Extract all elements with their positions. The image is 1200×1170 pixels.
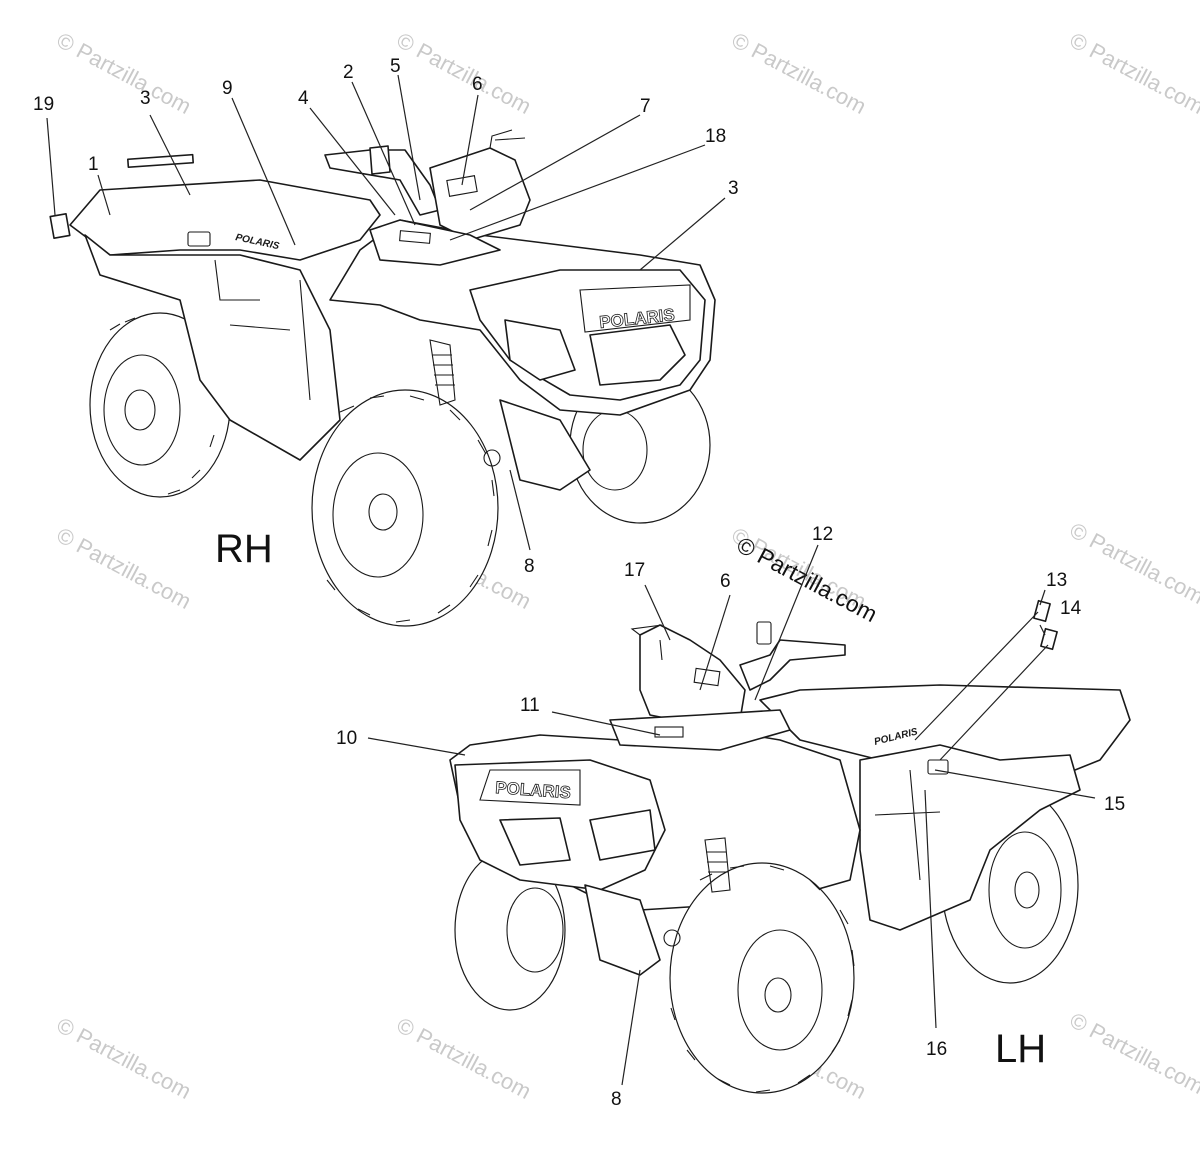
callout-label: 15 xyxy=(1104,794,1125,815)
rh-view-label: RH xyxy=(215,527,273,571)
callout-label: 3 xyxy=(140,88,151,109)
watermark: © Partzilla.com xyxy=(1066,27,1200,119)
callout-label: 8 xyxy=(524,556,535,577)
lh-front-wheel xyxy=(669,862,855,1094)
watermark: © Partzilla.com xyxy=(728,27,871,119)
callout-label: 14 xyxy=(1060,598,1082,619)
watermark: © Partzilla.com xyxy=(1066,517,1200,609)
lh-leader-lines xyxy=(367,544,1096,1086)
callout-label: 9 xyxy=(222,78,233,99)
lh-view-label: LH xyxy=(995,1027,1046,1071)
callout-label: 10 xyxy=(336,728,357,749)
lh-fuel-tank xyxy=(609,709,791,751)
lh-grille xyxy=(499,817,571,866)
rh-rear-rack xyxy=(69,179,381,261)
callout-label: 12 xyxy=(812,524,833,545)
watermark: © Partzilla.com xyxy=(1066,1007,1200,1099)
copyright-mark: © Partzilla.com xyxy=(733,531,882,627)
rh-front-wheel xyxy=(311,389,499,627)
lh-handlebar xyxy=(739,639,846,691)
callout-label: 18 xyxy=(705,126,726,147)
lh-callouts: 12 17 6 13 14 11 10 15 16 8 xyxy=(336,524,1125,1110)
callout-label: 5 xyxy=(390,56,401,77)
rh-grille xyxy=(589,324,686,386)
lh-instrument-pod xyxy=(639,624,746,726)
callout-label: 8 xyxy=(611,1089,622,1110)
callout-label: 7 xyxy=(640,96,651,117)
rh-rear-fender xyxy=(84,234,341,461)
callout-label: 13 xyxy=(1046,570,1067,591)
watermark: © Partzilla.com xyxy=(393,1012,536,1104)
rh-decal-19 xyxy=(49,212,71,240)
callout-label: 19 xyxy=(33,94,54,115)
rh-decal-3-strip xyxy=(126,153,194,169)
rh-leader-lines xyxy=(46,74,726,551)
watermark: © Partzilla.com xyxy=(53,522,196,614)
callout-label: 17 xyxy=(624,560,645,581)
callout-label: 6 xyxy=(472,74,483,95)
atv-lh-view: POLARIS POLARIS xyxy=(449,599,1131,1094)
lh-decal-13 xyxy=(1033,599,1051,623)
atv-rh-view: POLARIS POLARIS xyxy=(49,129,716,627)
callout-label: 16 xyxy=(926,1039,947,1060)
callout-label: 11 xyxy=(520,695,540,716)
lh-headlight xyxy=(589,809,656,861)
watermark: © Partzilla.com xyxy=(393,27,536,119)
rh-instrument-pod xyxy=(429,147,531,241)
callout-label: 1 xyxy=(88,154,99,175)
callout-label: 6 xyxy=(720,571,731,592)
watermark: © Partzilla.com xyxy=(53,27,196,119)
callout-label: 4 xyxy=(298,88,309,109)
callout-label: 2 xyxy=(343,62,354,83)
rh-headlight xyxy=(504,319,576,381)
rh-callouts: 19 3 1 9 4 2 5 6 7 18 3 8 xyxy=(33,56,739,577)
callout-label: 3 xyxy=(728,178,739,199)
watermark: © Partzilla.com xyxy=(53,1012,196,1104)
lh-rear-fender xyxy=(859,744,1081,931)
